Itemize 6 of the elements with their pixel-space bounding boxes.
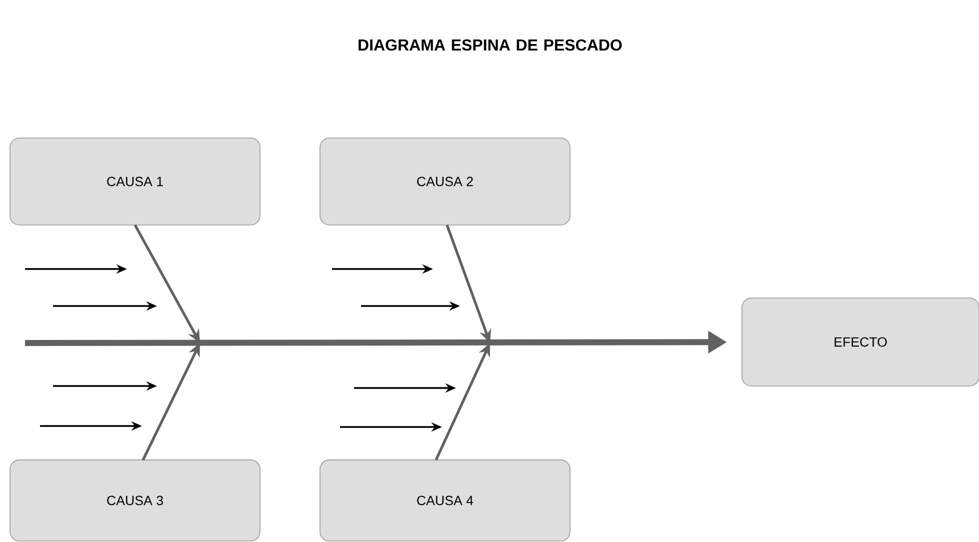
box: EFECTO bbox=[742, 298, 979, 386]
box: CAUSA 3 bbox=[10, 460, 260, 542]
title: DIAGRAMA ESPINA DE PESCADO bbox=[358, 39, 622, 51]
box: CAUSA 2 bbox=[320, 138, 570, 226]
box: CAUSA 1 bbox=[10, 138, 260, 226]
box: CAUSA 4 bbox=[320, 460, 570, 542]
